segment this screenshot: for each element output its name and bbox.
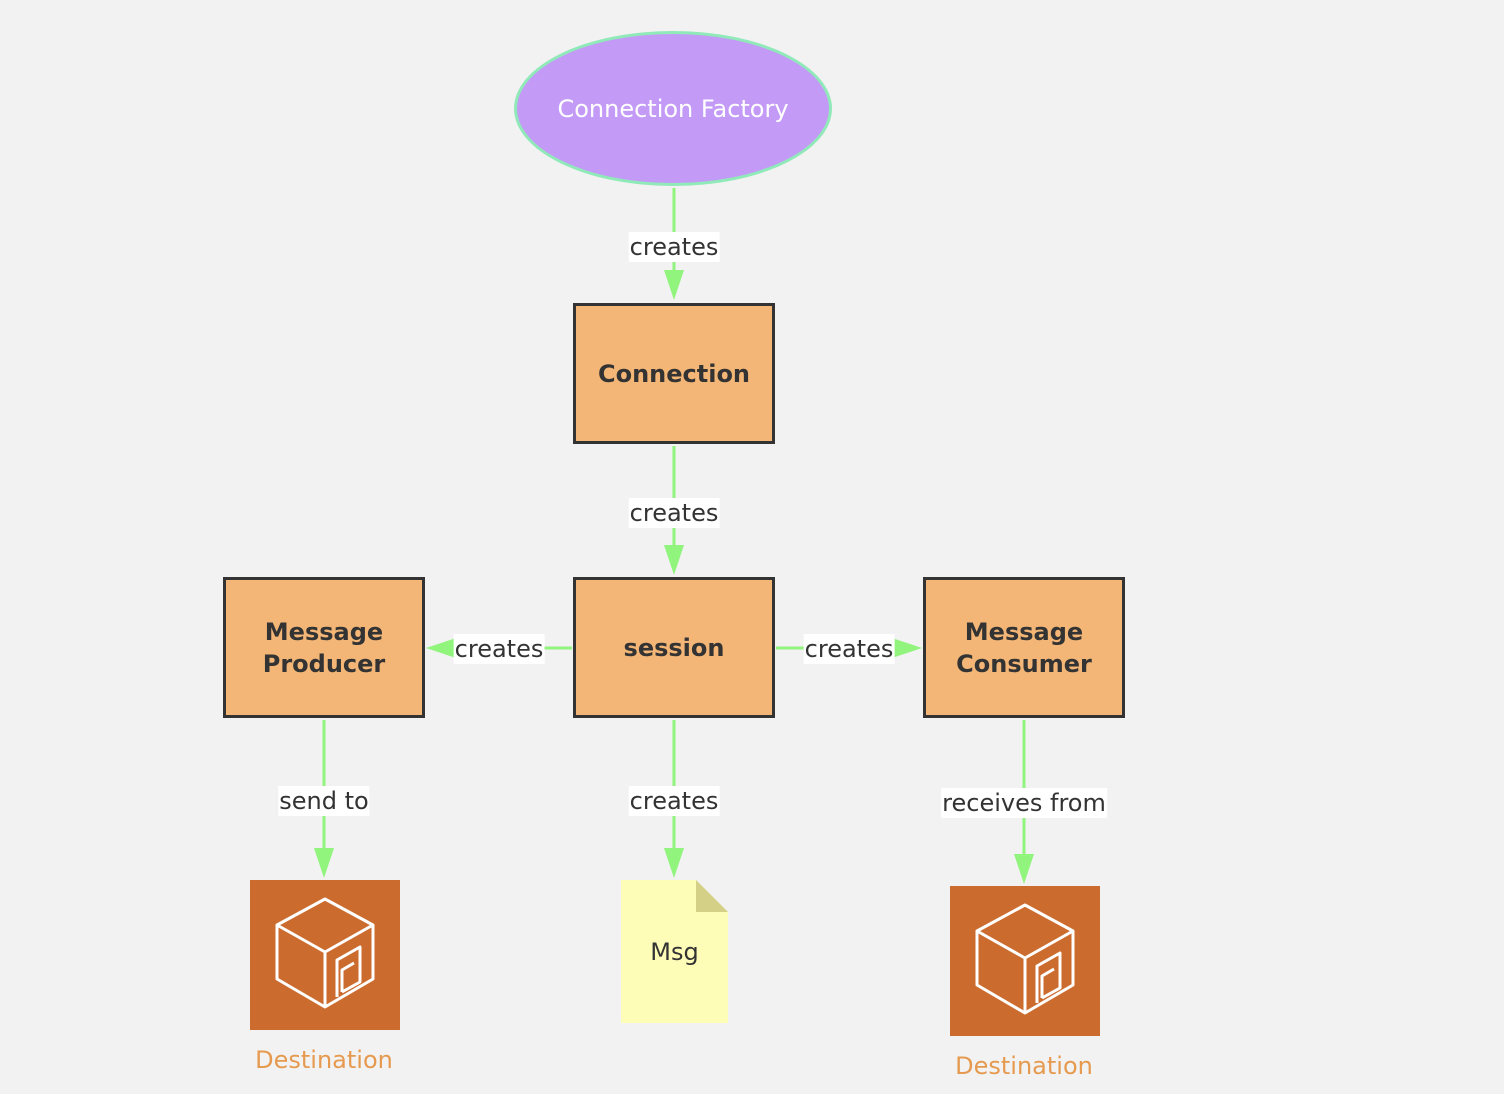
connection-factory-label: Connection Factory bbox=[557, 94, 789, 123]
destination-left-label: Destination bbox=[255, 1046, 393, 1074]
queue-cube-icon bbox=[275, 897, 375, 1009]
queue-cube-icon bbox=[975, 903, 1075, 1015]
edge-label-msg-creates: creates bbox=[628, 786, 720, 816]
destination-right-label: Destination bbox=[955, 1052, 1093, 1080]
connection-factory-node[interactable]: Connection Factory bbox=[514, 31, 832, 186]
msg-label: Msg bbox=[650, 937, 699, 966]
document-note-icon bbox=[621, 880, 728, 1023]
edge-label-consumer-creates: creates bbox=[803, 634, 895, 664]
arrowhead-destination-right bbox=[1014, 854, 1034, 884]
session-node[interactable]: session bbox=[573, 577, 775, 718]
edge-label-factory-creates: creates bbox=[628, 232, 720, 262]
edge-label-send-to: send to bbox=[278, 786, 370, 816]
message-producer-label: Message Producer bbox=[262, 617, 386, 678]
arrowhead-msg bbox=[664, 848, 684, 878]
edge-label-receives-from: receives from bbox=[941, 788, 1107, 818]
message-consumer-node[interactable]: Message Consumer bbox=[923, 577, 1125, 718]
arrowhead-consumer bbox=[892, 638, 922, 658]
arrowhead-destination-left bbox=[314, 848, 334, 878]
connection-node[interactable]: Connection bbox=[573, 303, 775, 444]
destination-right-node[interactable] bbox=[950, 886, 1100, 1036]
session-label: session bbox=[623, 633, 725, 662]
connection-label: Connection bbox=[597, 359, 751, 388]
msg-note-node[interactable]: Msg bbox=[621, 880, 728, 1023]
arrowhead-producer bbox=[426, 638, 456, 658]
destination-left-node[interactable] bbox=[250, 880, 400, 1030]
arrowhead-connection bbox=[664, 270, 684, 300]
message-consumer-label: Message Consumer bbox=[956, 617, 1092, 678]
arrowhead-session bbox=[664, 545, 684, 575]
edge-label-connection-creates: creates bbox=[628, 498, 720, 528]
edge-label-producer-creates: creates bbox=[453, 634, 545, 664]
message-producer-node[interactable]: Message Producer bbox=[223, 577, 425, 718]
